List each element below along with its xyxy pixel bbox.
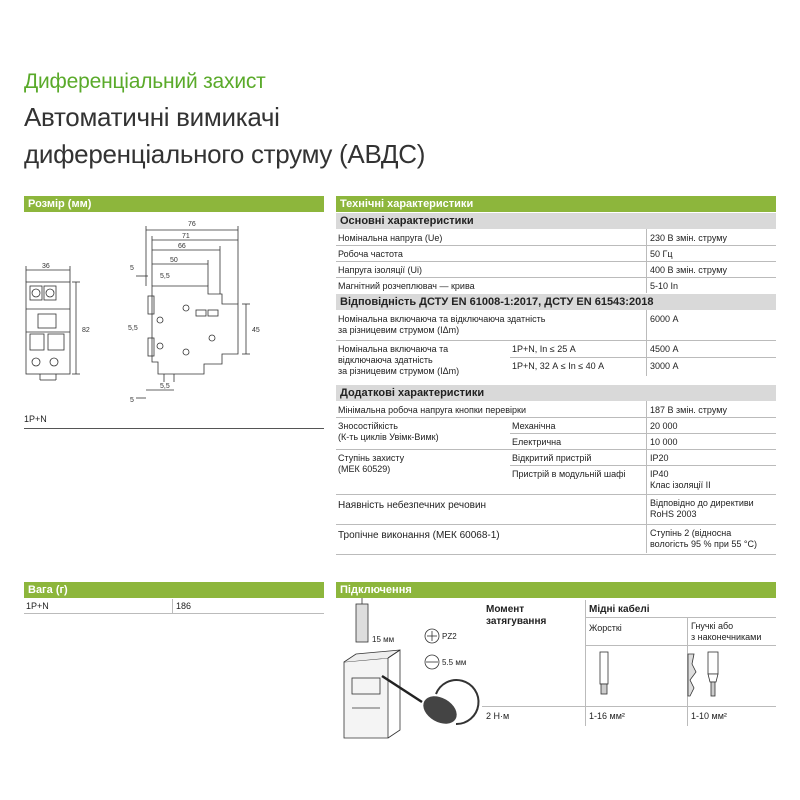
dimensions-header: Розмір (мм) [24,196,324,212]
page-title-line2: диференціального струму (АВДС) [24,139,426,169]
breaking1-label: за різницевим струмом (IΔm) [338,325,460,335]
row-value: 5-10 In [650,281,679,291]
flex-header: Гнучкі або [691,621,734,631]
breaking1-value: 6000 А [650,314,679,324]
protection-label: (МЕК 60529) [338,464,391,474]
strip-length-label: 15 мм [372,635,394,644]
breaking2-cond: 1P+N, In ≤ 25 А [512,344,576,354]
hazard-label: Наявність небезпечних речовин [338,500,487,511]
modular-value: Клас ізоляції II [650,480,711,490]
tropical-value: вологість 95 % при 55 °C) [650,539,757,549]
breaking2-value: 3000 А [650,361,679,371]
screwdriver-label: PZ2 [442,632,457,641]
weight-value: 186 [176,601,192,611]
min-voltage-value: 187 В змін. струму [650,405,728,415]
row-label: Магнітний розчеплювач — крива [338,281,475,291]
cable-illustrations [599,651,719,697]
row-label: Напруга ізоляції (Ui) [338,265,422,275]
row-value: 400 В змін. струму [650,265,728,275]
dim-label: 82 [82,327,90,334]
compliance-header: Відповідність ДСТУ EN 61008-1:2017, ДСТУ… [336,294,776,310]
dim-label: 5,5 [160,273,170,280]
breaking2-label: Номінальна включаюча та [338,344,449,354]
flex-header: з наконечниками [691,632,762,642]
dimensions-caption: 1P+N [24,414,47,424]
elec-label: Електрична [512,437,562,447]
open-device-label: Відкритий пристрій [512,453,592,463]
extra-char-header: Додаткові характеристики [336,385,776,401]
dim-label: 5,5 [128,325,138,332]
dim-label: 5 [130,397,134,404]
connection-illustration: 15 мм PZ2 5.5 мм [343,598,480,739]
mech-label: Механічна [512,421,556,431]
breaking2-label: за різницевим струмом (IΔm) [338,366,460,376]
hazard-value: RoHS 2003 [650,509,697,519]
protection-label: Ступінь захисту [338,453,405,463]
open-device-value: IP20 [650,453,669,463]
dim-label: 45 [252,327,260,334]
connection-header: Підключення [336,582,776,598]
blade-label: 5.5 мм [442,658,466,667]
tech-header: Технічні характеристики [336,196,776,212]
rigid-header: Жорсткі [589,623,622,633]
dim-label: 5 [130,265,134,272]
breaking1-label: Номінальна включаюча та відключаюча здат… [338,314,546,324]
tropical-label: Тропічне виконання (МЕК 60068-1) [338,530,500,541]
dim-label: 76 [188,221,196,228]
dim-label: 5,5 [160,383,170,390]
breaking2-label: відключаюча здатність [338,355,433,365]
section-supertitle: Диференціальний захист [24,70,266,93]
breaking2-value: 4500 А [650,344,679,354]
torque-value: 2 Н·м [486,711,510,721]
torque-header: затягування [486,616,547,627]
row-label: Робоча частота [338,249,403,259]
dimension-drawing: 36 82 76 71 66 50 5 5,5 5,5 45 5,5 5 [25,221,260,404]
weight-header: Вага (г) [24,582,324,598]
dim-label: 36 [42,263,50,270]
modular-value: IP40 [650,469,669,479]
page-title-line1: Автоматичні вимикачі [24,102,280,132]
tropical-value: Ступінь 2 (відносна [650,528,732,538]
rigid-value: 1-16 мм² [589,711,625,721]
dim-label: 66 [178,243,186,250]
main-char-header: Основні характеристики [336,213,776,229]
flex-value: 1-10 мм² [691,711,727,721]
row-value: 230 В змін. струму [650,233,728,243]
dim-label: 50 [170,257,178,264]
torque-header: Момент [486,604,525,615]
modular-label: Пристрій в модульній шафі [512,469,626,479]
mech-value: 20 000 [650,421,678,431]
hazard-value: Відповідно до директиви [650,498,754,508]
weight-label: 1P+N [26,601,49,611]
cables-header: Мідні кабелі [589,604,650,615]
breaking2-cond: 1P+N, 32 А ≤ In ≤ 40 А [512,361,605,371]
row-value: 50 Гц [650,249,673,259]
elec-value: 10 000 [650,437,678,447]
durability-label: (К-ть циклів Увімк-Вимк) [338,432,439,442]
min-voltage-label: Мінімальна робоча напруга кнопки перевір… [338,405,526,415]
row-label: Номінальна напруга (Ue) [338,233,443,243]
dim-label: 71 [182,233,190,240]
durability-label: Зносостійкість [338,421,398,431]
